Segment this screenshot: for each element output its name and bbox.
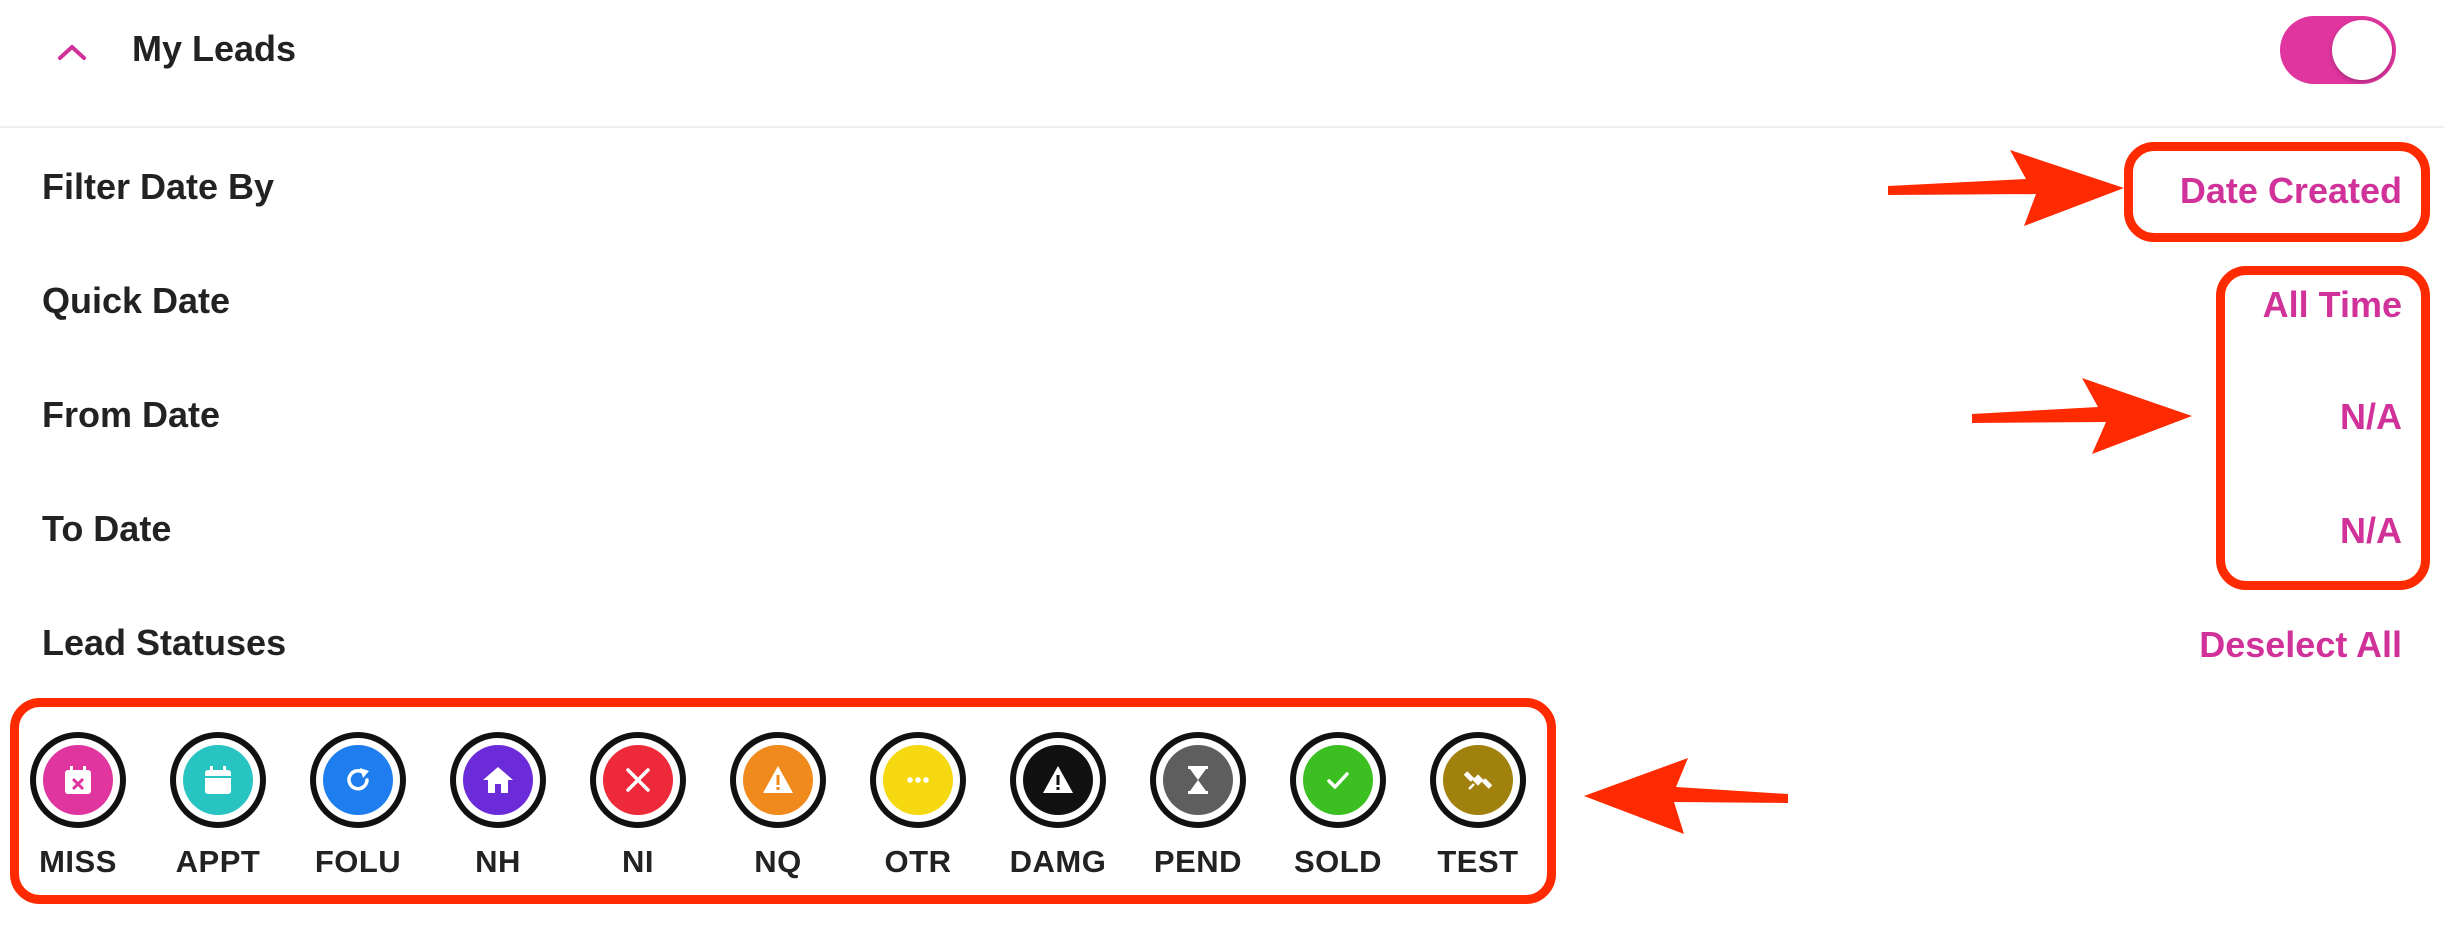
status-badge xyxy=(463,745,533,815)
status-badge xyxy=(1443,745,1513,815)
status-label: APPT xyxy=(175,844,261,879)
annotation-box-statuses xyxy=(10,698,1556,904)
status-label: PEND xyxy=(1153,844,1243,879)
my-leads-toggle[interactable] xyxy=(2280,16,2396,84)
status-label: DAMG xyxy=(1009,844,1107,879)
refresh-icon xyxy=(347,768,369,791)
status-ring xyxy=(730,732,826,828)
status-ring xyxy=(1290,732,1386,828)
status-badge xyxy=(1303,745,1373,815)
status-folu[interactable]: FOLU xyxy=(288,732,428,892)
status-label: OTR xyxy=(884,844,952,879)
status-sold[interactable]: SOLD xyxy=(1268,732,1408,892)
satellite-icon xyxy=(1463,771,1493,790)
status-label: MISS xyxy=(39,844,117,879)
status-pend[interactable]: PEND xyxy=(1128,732,1268,892)
status-badge xyxy=(743,745,813,815)
status-badge xyxy=(43,745,113,815)
status-label: TEST xyxy=(1437,844,1519,879)
status-damg[interactable]: DAMG xyxy=(988,732,1128,892)
status-label: NQ xyxy=(754,844,802,879)
status-ring xyxy=(1150,732,1246,828)
status-appt[interactable]: APPT xyxy=(148,732,288,892)
annotation-box-dates xyxy=(2216,266,2430,590)
quick-date-label: Quick Date xyxy=(42,280,231,321)
status-badge xyxy=(883,745,953,815)
arrow-left-icon xyxy=(1584,758,1788,834)
status-label: FOLU xyxy=(314,844,402,879)
status-ring xyxy=(1010,732,1106,828)
filter-date-by-label: Filter Date By xyxy=(42,166,275,207)
status-test[interactable]: TEST xyxy=(1408,732,1548,892)
status-badge xyxy=(603,745,673,815)
x-icon xyxy=(626,768,650,792)
to-date-value[interactable]: N/A xyxy=(2340,510,2402,551)
section-title: My Leads xyxy=(132,28,297,69)
section-header[interactable]: My Leads xyxy=(0,0,2444,128)
status-ring xyxy=(1430,732,1526,828)
calendar-icon xyxy=(205,766,231,794)
status-ring xyxy=(590,732,686,828)
quick-date-value[interactable]: All Time xyxy=(2262,284,2402,325)
status-nq[interactable]: NQ xyxy=(708,732,848,892)
from-date-label: From Date xyxy=(42,394,221,435)
check-icon xyxy=(1327,772,1349,789)
hourglass-icon xyxy=(1188,766,1208,794)
status-label: NI xyxy=(622,844,654,879)
status-badge xyxy=(1023,745,1093,815)
status-nh[interactable]: NH xyxy=(428,732,568,892)
deselect-all-button[interactable]: Deselect All xyxy=(2199,624,2402,665)
status-ni[interactable]: NI xyxy=(568,732,708,892)
status-ring xyxy=(30,732,126,828)
calendar-x-icon xyxy=(65,766,91,794)
status-ring xyxy=(310,732,406,828)
arrow-right-icon xyxy=(1972,378,2192,454)
status-miss[interactable]: MISS xyxy=(8,732,148,892)
status-badge xyxy=(323,745,393,815)
warning-icon xyxy=(1043,766,1073,793)
chevron-up-icon[interactable] xyxy=(54,38,90,66)
to-date-label: To Date xyxy=(42,508,172,549)
status-badge xyxy=(1163,745,1233,815)
warning-icon xyxy=(763,766,793,793)
lead-statuses-label: Lead Statuses xyxy=(42,622,287,663)
from-date-value[interactable]: N/A xyxy=(2340,396,2402,437)
status-ring xyxy=(170,732,266,828)
status-badge xyxy=(183,745,253,815)
arrow-right-icon xyxy=(1888,150,2124,226)
filter-date-by-value[interactable]: Date Created xyxy=(2179,170,2402,211)
status-ring xyxy=(870,732,966,828)
status-ring xyxy=(450,732,546,828)
annotation-box-filter-date xyxy=(2124,142,2430,242)
home-icon xyxy=(483,767,513,793)
status-otr[interactable]: OTR xyxy=(848,732,988,892)
toggle-knob xyxy=(2332,20,2392,80)
status-label: NH xyxy=(475,844,521,879)
status-label: SOLD xyxy=(1293,844,1383,879)
ellipsis-icon xyxy=(907,777,929,783)
